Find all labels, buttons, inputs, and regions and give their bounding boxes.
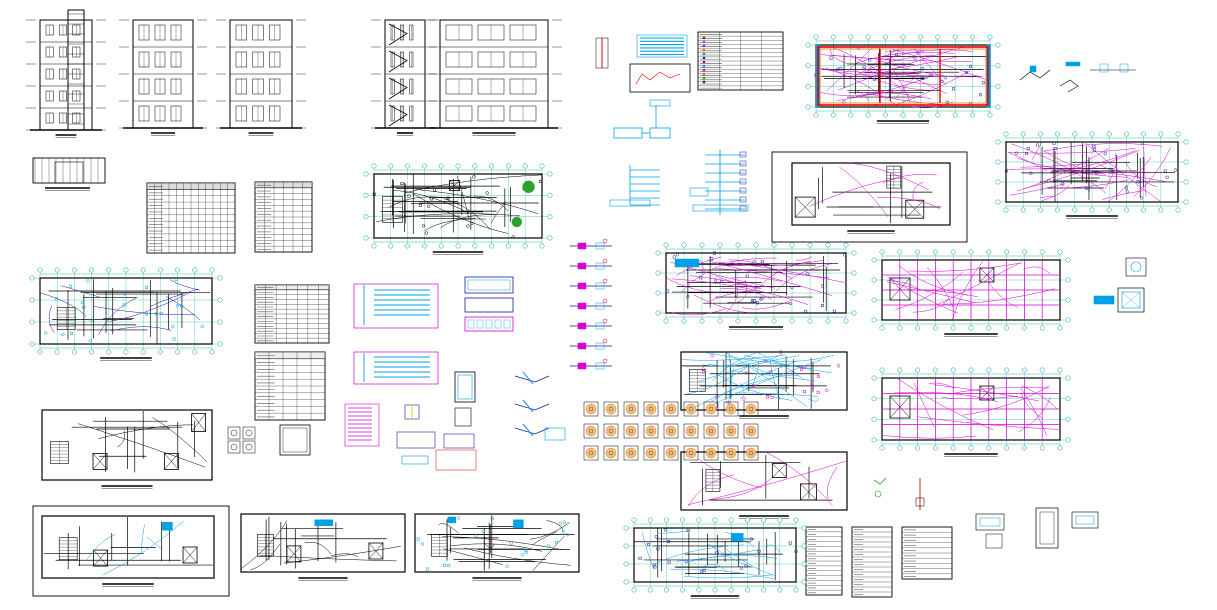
structural-plan-b — [871, 367, 1071, 457]
fixture-detail-grid — [583, 401, 759, 461]
electrical-plan-c — [680, 451, 848, 519]
structural-plan-bottom — [623, 517, 807, 599]
side-elevation-a — [119, 19, 207, 136]
second-floor-plan — [995, 131, 1189, 219]
legend-table-b — [595, 34, 706, 93]
first-floor-plan — [29, 267, 223, 361]
basement-plan — [41, 409, 213, 489]
box-detail-b — [396, 371, 477, 471]
notes-table-c — [901, 526, 953, 580]
third-floor-plan-frame — [32, 505, 230, 597]
load-table-b — [254, 351, 326, 421]
structural-plan-a — [871, 249, 1071, 337]
load-table-a — [254, 284, 330, 344]
notes-table-b — [851, 526, 893, 598]
box-detail-a — [227, 424, 311, 456]
typical-floor-plan — [363, 163, 553, 255]
finish-schedule — [254, 181, 313, 253]
bottom-right-details — [873, 477, 1099, 549]
front-elevation — [26, 19, 106, 138]
third-floor-plan — [41, 515, 215, 587]
electrical-plan-a — [655, 242, 857, 330]
roof-plan-frame — [771, 151, 968, 243]
rear-elevation — [426, 19, 562, 136]
single-line-diagram — [689, 150, 749, 215]
notes-table-a — [805, 526, 843, 596]
ground-floor-plan-walls — [817, 46, 989, 106]
fence-elevation — [32, 157, 106, 191]
roof-plan — [791, 162, 951, 234]
riser-diagram-b — [609, 165, 660, 207]
magenta-notes — [344, 403, 380, 447]
panel-detail — [464, 276, 514, 332]
sanitary-plan-a — [240, 513, 406, 581]
wiring-schematic-a — [353, 283, 439, 329]
ground-floor-plan — [805, 34, 1001, 124]
manhole-detail — [1093, 257, 1147, 313]
electrical-plan-b — [680, 350, 848, 419]
isometric-details — [514, 371, 566, 441]
legend-table-a — [697, 31, 784, 91]
section-with-stair — [371, 19, 439, 136]
riser-diagram-a — [613, 99, 671, 139]
sanitary-plan-b — [414, 513, 580, 581]
fixture-detail-column — [570, 238, 612, 370]
top-right-details — [1019, 61, 1136, 93]
front-elevation-tower — [67, 9, 85, 131]
wiring-schematic-b — [353, 351, 439, 385]
door-window-schedule — [146, 182, 236, 254]
side-elevation-b — [216, 19, 306, 136]
